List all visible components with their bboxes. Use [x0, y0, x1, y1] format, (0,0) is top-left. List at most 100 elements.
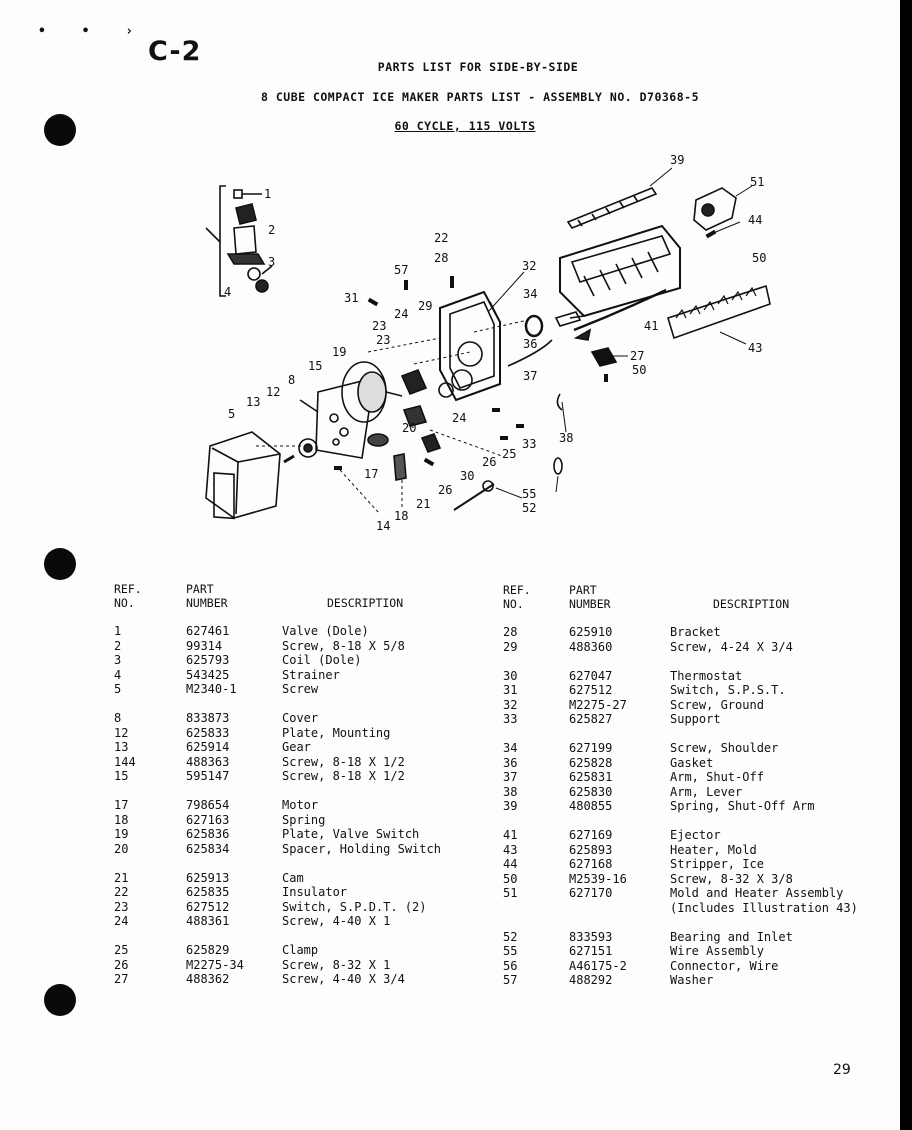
part-number-cell: 625914 [186, 740, 230, 754]
stripper-drawing [667, 284, 771, 340]
part-number-cell: 488362 [186, 972, 230, 986]
callout-label: 27 [630, 349, 644, 363]
ref-cell: 56 [503, 958, 518, 973]
exploded-view-diagram: 1234575812131415171819202122232324242526… [205, 153, 771, 533]
ref-cell: 27 [114, 972, 129, 986]
description-cell: Gasket [670, 755, 714, 770]
part-number-cell: 833873 [186, 711, 230, 725]
callout-label: 30 [460, 469, 474, 483]
ref-cell: 19 [114, 827, 129, 841]
callout-label: 12 [266, 385, 280, 399]
ref-cell: 29 [503, 639, 518, 654]
ref-cell: 39 [503, 799, 518, 813]
description-cell: Gear [282, 740, 311, 754]
corner-marks: • • › [38, 24, 148, 39]
callout-label: 17 [364, 467, 378, 481]
callout-label: 2 [268, 223, 275, 237]
part-number-cell: A46175-2 [569, 958, 627, 973]
bearing-inlet-drawing [693, 187, 737, 231]
part-number-cell: 488292 [569, 973, 613, 987]
callout-label: 25 [502, 447, 516, 461]
description-cell: (Includes Illustration 43) [670, 900, 858, 915]
part-number-cell: 625793 [186, 653, 230, 667]
callout-label: 20 [402, 421, 416, 435]
callout-label: 55 [522, 487, 536, 501]
ref-cell: 50 [503, 871, 518, 886]
ice-mold-drawing [554, 224, 681, 327]
part-number-cell: M2539-16 [569, 871, 627, 886]
callout-label: 29 [418, 299, 432, 313]
ref-cell: 5 [114, 682, 122, 696]
ref-cell: 22 [114, 885, 129, 899]
part-number-cell: 627151 [569, 944, 613, 958]
ref-cell: 28 [503, 625, 518, 639]
description-cell: Screw, 4-40 X 1 [282, 914, 391, 928]
part-number-cell: 627512 [186, 899, 230, 914]
title-line-2: 8 CUBE COMPACT ICE MAKER PARTS LIST - AS… [261, 90, 699, 104]
description-cell: Screw [282, 682, 319, 696]
part-number-cell: 627168 [569, 857, 613, 871]
ref-cell: 43 [503, 842, 518, 857]
callout-label: 41 [644, 319, 658, 333]
callout-label: 36 [523, 337, 537, 351]
description-cell: Clamp [282, 943, 319, 957]
callout-label: 39 [670, 153, 684, 167]
callout-label: 24 [394, 307, 408, 321]
description-cell: Arm, Lever [670, 784, 743, 799]
callout-label: 8 [288, 373, 295, 387]
callout-label: 50 [632, 363, 646, 377]
callout-label: 13 [246, 395, 260, 409]
ref-cell: 3 [114, 653, 122, 667]
description-cell: Stripper, Ice [670, 857, 764, 871]
description-cell: Screw, Shoulder [670, 741, 779, 755]
ref-cell: 34 [503, 741, 518, 755]
description-cell: Thermostat [670, 668, 743, 683]
callout-label: 24 [452, 411, 466, 425]
description-cell: Heater, Mold [670, 842, 757, 857]
ref-cell: 17 [114, 798, 129, 812]
screw-icons [334, 229, 717, 470]
part-number-cell: 627170 [569, 886, 613, 900]
part-number-cell: 488361 [186, 914, 230, 928]
description-cell: Screw, 4-24 X 3/4 [670, 639, 793, 654]
motor-drawing [341, 361, 403, 423]
part-number-cell: 625913 [186, 870, 230, 885]
description-cell: Switch, S.P.D.T. (2) [282, 899, 427, 914]
description-cell: Insulator [282, 885, 348, 899]
part-number-cell: 627169 [569, 828, 613, 842]
callout-label: 50 [752, 251, 766, 265]
callout-label: 51 [750, 175, 764, 189]
ref-cell: 25 [114, 943, 129, 957]
support-housing-drawing [439, 290, 501, 402]
callout-label: 14 [376, 519, 390, 533]
description-cell: Connector, Wire [670, 958, 779, 973]
ref-cell: 44 [503, 857, 518, 871]
ref-cell: 32 [503, 697, 518, 712]
callout-label: 3 [268, 255, 275, 269]
col-header-desc: DESCRIPTION [327, 596, 404, 610]
part-number-cell: 625829 [186, 943, 230, 957]
part-number-cell: 625910 [569, 625, 613, 639]
description-cell: Screw, 8-18 X 1/2 [282, 769, 405, 783]
description-cell: Strainer [282, 667, 340, 682]
ref-cell: 4 [114, 667, 122, 682]
part-number-cell: M2275-34 [186, 957, 244, 972]
ref-cell: 41 [503, 828, 518, 842]
description-cell: Screw, 8-32 X 1 [282, 957, 391, 972]
mounting-plate-drawing [299, 376, 375, 459]
ref-cell: 36 [503, 755, 518, 770]
description-cell: Bracket [670, 625, 721, 639]
description-cell: Valve (Dole) [282, 624, 369, 638]
ref-cell: 24 [114, 914, 129, 928]
ref-cell: 18 [114, 812, 129, 827]
ref-cell: 37 [503, 770, 518, 784]
description-cell: Arm, Shut-Off [670, 770, 764, 784]
description-cell: Coil (Dole) [282, 653, 362, 667]
part-number-cell: M2340-1 [186, 682, 237, 696]
callout-label: 37 [523, 369, 537, 383]
binder-hole-icon [44, 984, 76, 1016]
description-cell: Support [670, 712, 721, 726]
description-cell: Screw, 8-32 X 3/8 [670, 871, 793, 886]
